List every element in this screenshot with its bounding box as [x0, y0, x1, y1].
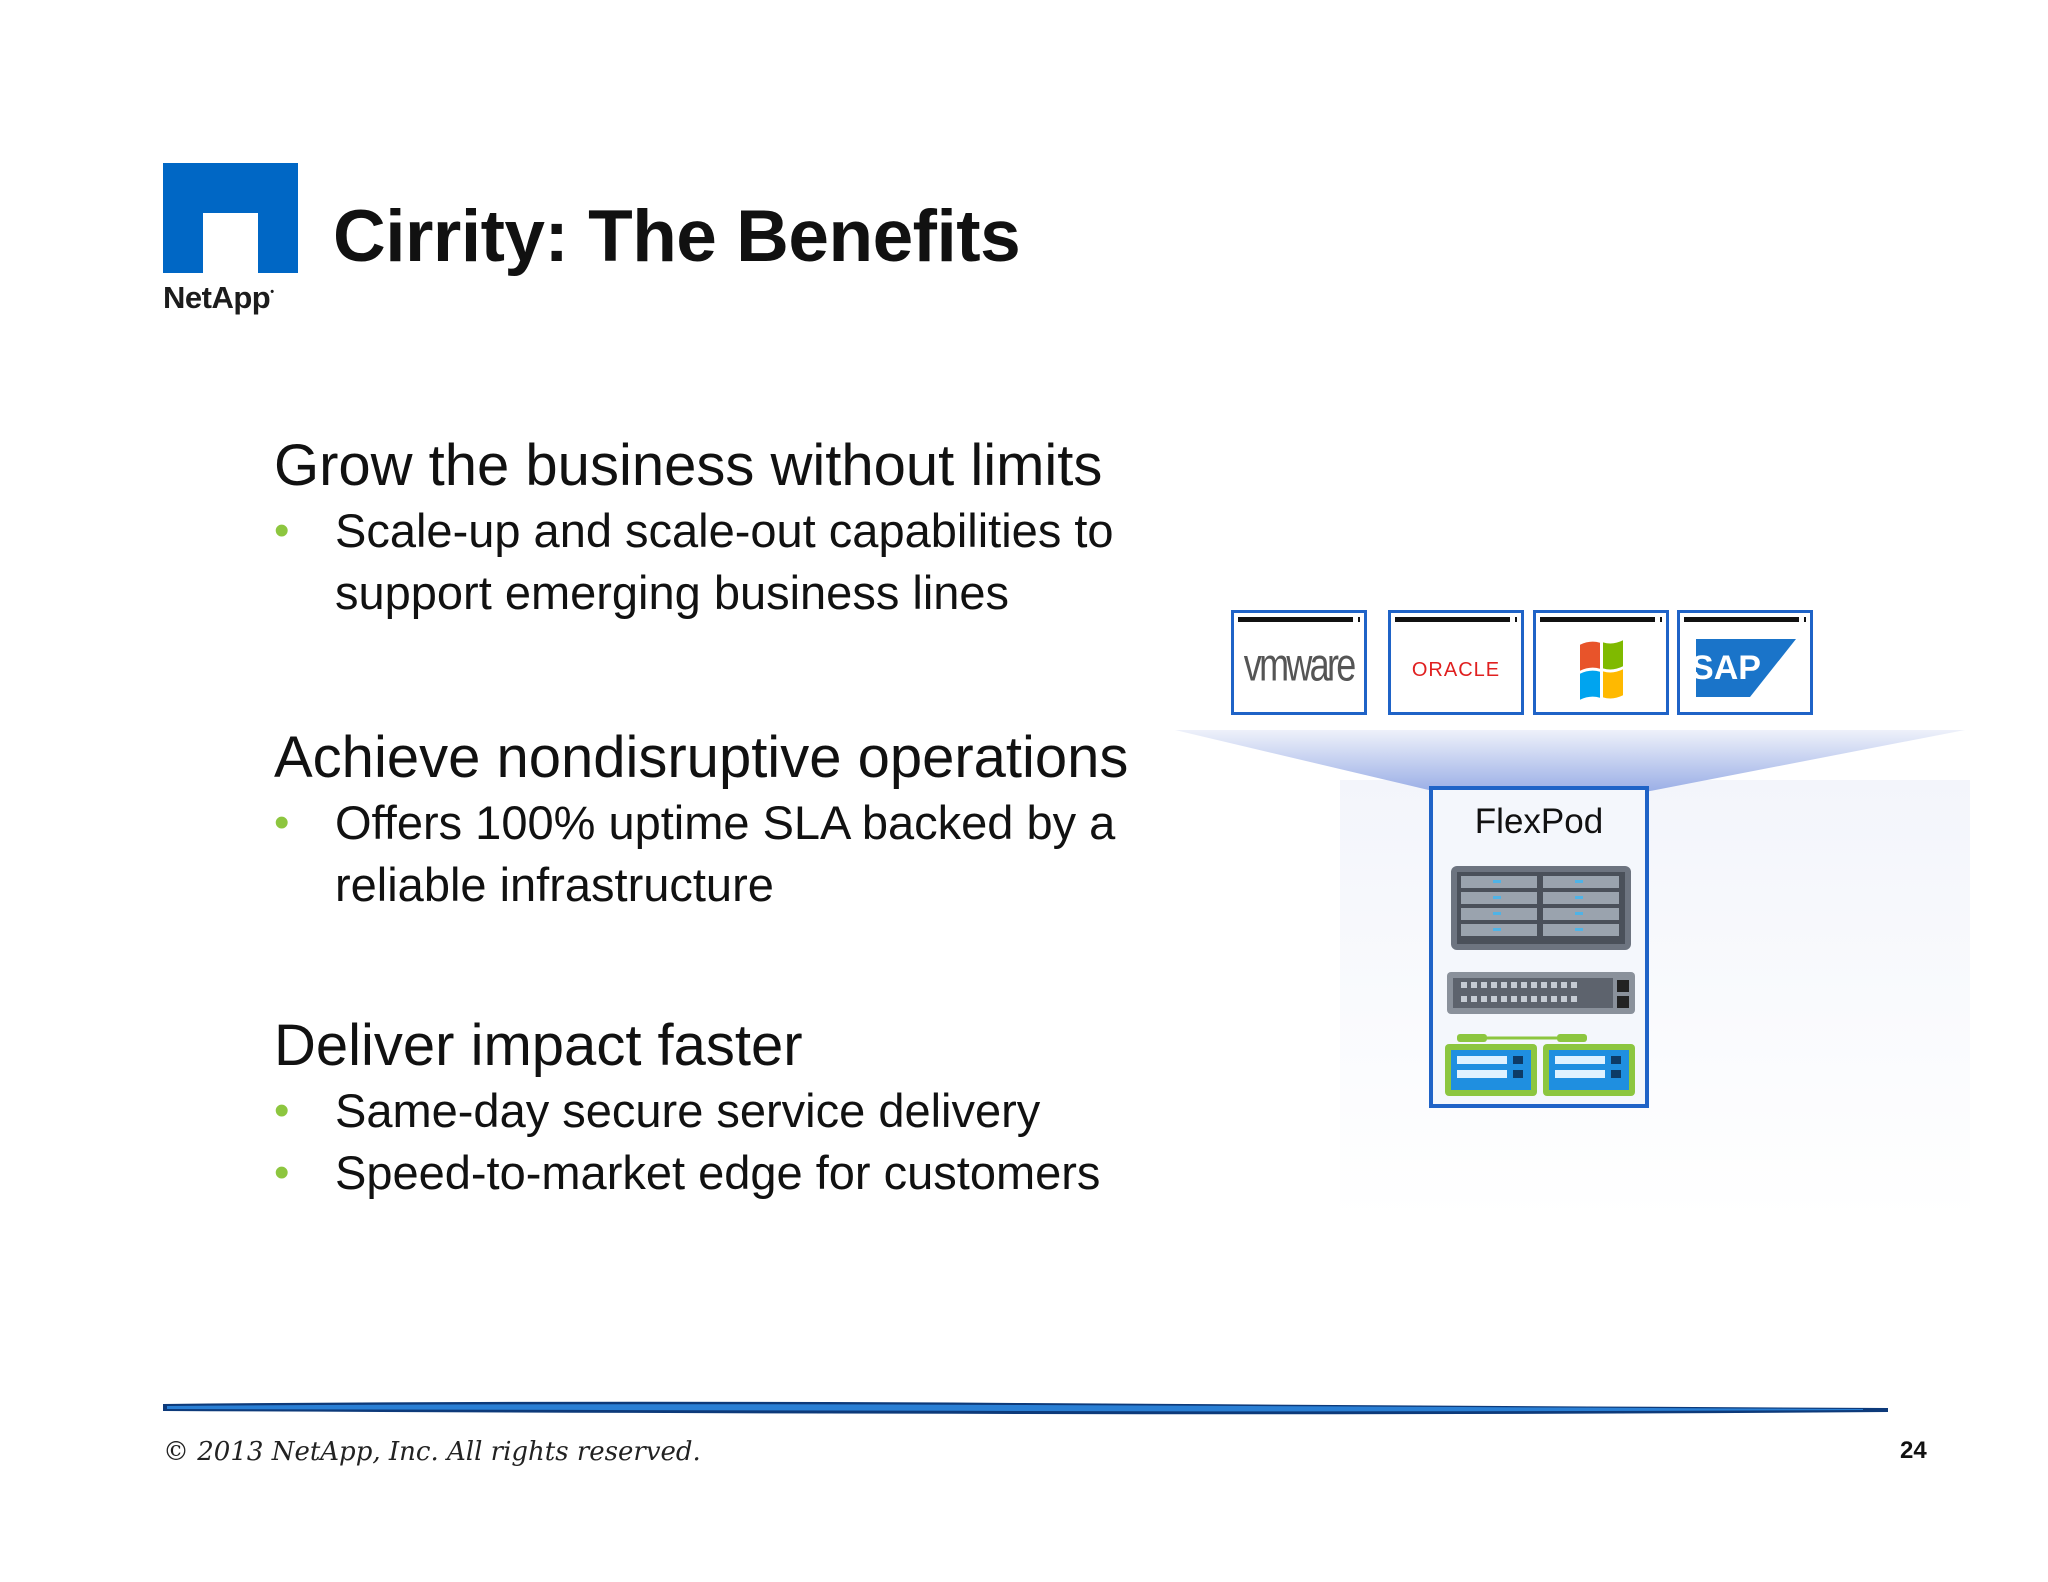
bullet-dot-icon: • — [274, 1086, 290, 1135]
bullet-dot-icon: • — [274, 506, 290, 555]
vmware-logo-icon: vmware — [1244, 639, 1356, 690]
funnel-shape — [1175, 730, 1965, 792]
copyright-text: © 2013 NetApp, Inc. All rights reserved. — [163, 1437, 701, 1467]
benefit-heading: Deliver impact faster — [274, 1013, 803, 1078]
svg-text:ORACLE: ORACLE — [1412, 659, 1500, 681]
benefit-section-nondisruptive: Achieve nondisruptive operations • Offer… — [274, 724, 1234, 916]
oracle-logo-icon: ORACLE — [1412, 659, 1500, 681]
benefit-heading: Achieve nondisruptive operations — [274, 725, 1129, 790]
app-tile-sap: SAP — [1677, 610, 1813, 715]
flexpod-label: FlexPod — [1474, 802, 1604, 841]
page-title: Cirrity: The Benefits — [333, 196, 1021, 277]
app-tile-windows — [1533, 610, 1669, 715]
benefit-heading: Grow the business without limits — [274, 433, 1103, 498]
footer-divider — [163, 1401, 1888, 1415]
bullet-dot-icon: • — [274, 1148, 290, 1197]
sap-logo-icon: SAP — [1691, 639, 1796, 697]
benefit-section-grow: Grow the business without limits • Scale… — [274, 432, 1234, 624]
bullet-item: • Scale-up and scale-out capabilities to… — [274, 500, 1215, 624]
page-number: 24 — [1900, 1437, 1927, 1464]
netapp-logo-icon — [163, 163, 298, 273]
netapp-wordmark: NetApp• — [163, 280, 274, 315]
bullet-dot-icon: • — [274, 798, 290, 847]
bullet-item: • Speed-to-market edge for customers — [274, 1142, 1234, 1204]
bullet-list: • Offers 100% uptime SLA backed by a rel… — [274, 792, 1234, 916]
svg-text:SAP: SAP — [1691, 649, 1761, 687]
bullet-item: • Same-day secure service delivery — [274, 1080, 1234, 1142]
svg-text:vmware: vmware — [1244, 639, 1356, 690]
bullet-item: • Offers 100% uptime SLA backed by a rel… — [274, 792, 1215, 916]
flexpod-diagram: vmware ORACLE SAP FlexPod — [1165, 600, 1970, 1220]
benefit-section-deliver: Deliver impact faster • Same-day secure … — [274, 1012, 1234, 1204]
app-tile-oracle: ORACLE — [1388, 610, 1524, 715]
bullet-list: • Scale-up and scale-out capabilities to… — [274, 500, 1234, 624]
app-tile-vmware: vmware — [1231, 610, 1367, 715]
bullet-list: • Same-day secure service delivery • Spe… — [274, 1080, 1234, 1204]
flexpod-box: FlexPod — [1429, 786, 1649, 1108]
windows-logo-icon — [1580, 640, 1623, 700]
flexpod-hardware-icon — [1445, 866, 1635, 1096]
